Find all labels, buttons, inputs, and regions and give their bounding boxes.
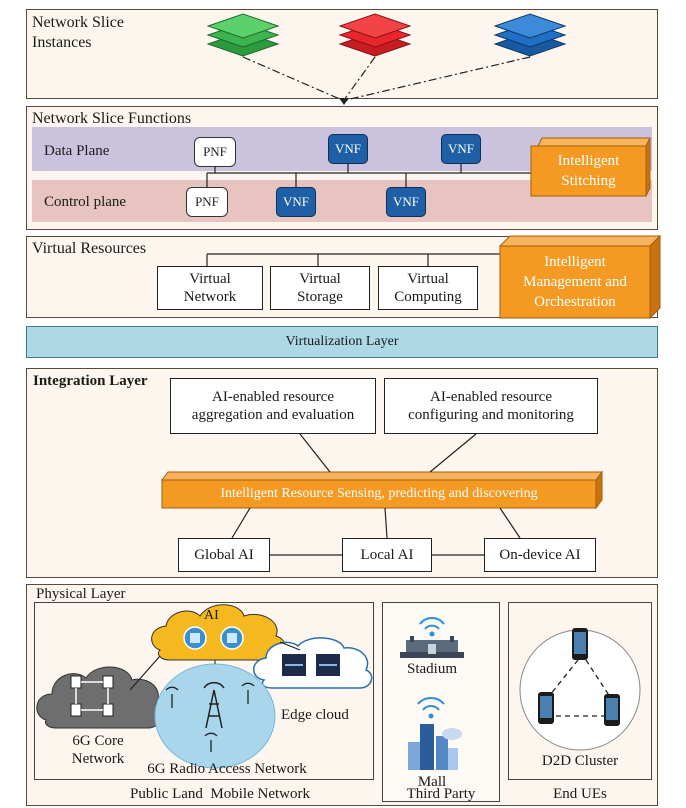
plmn-section (34, 602, 374, 780)
green-slice-stack-icon (206, 13, 280, 57)
stadium-icon (400, 617, 464, 658)
resource-sensing-bar (161, 470, 603, 510)
vnf-chip-data-plane-1: VNF (328, 134, 368, 164)
d2d-cluster-label: D2D Cluster (541, 753, 619, 769)
vnf-chip-control-plane-2: VNF (386, 187, 426, 217)
slice-functions-title: Network Slice Functions (32, 110, 192, 127)
plmn-label: Public Land Mobile Network (130, 786, 310, 802)
pnf-chip-control-plane: PNF (186, 187, 228, 217)
ai-label: AI (204, 608, 219, 623)
virtual-computing-box: Virtual Computing (378, 266, 478, 310)
virtual-resources-title: Virtual Resources (32, 240, 147, 257)
management-orchestration-box (498, 234, 662, 320)
management-orchestration-label: Intelligent Management and Orchestration (523, 254, 627, 310)
end-ues-label: End UEs (553, 786, 607, 802)
control-plane-label: Control plane (44, 194, 127, 210)
virtual-network-box: Virtual Network (157, 266, 263, 310)
cell-tower-icon (203, 681, 225, 729)
aggregation-evaluation-box: AI-enabled resource aggregation and eval… (170, 378, 376, 434)
smartphone-icons (538, 628, 620, 726)
ai-to-edge-link (279, 641, 301, 651)
mall-icon (408, 697, 462, 770)
on-device-ai-box: On-device AI (484, 538, 596, 572)
edge-cloud-label: Edge cloud (281, 707, 349, 723)
integration-connectors (231, 433, 521, 556)
slice-arrow-head (339, 98, 349, 105)
physical-layer-title: Physical Layer (36, 586, 126, 602)
global-ai-box: Global AI (178, 538, 270, 572)
ran-label: 6G Radio Access Network (147, 761, 307, 777)
configuring-monitoring-box: AI-enabled resource configuring and moni… (384, 378, 598, 434)
end-ues-section (508, 602, 652, 780)
slice-instance-connectors (242, 56, 531, 101)
data-plane-label: Data Plane (44, 143, 110, 159)
edge-cloud-icon (253, 637, 373, 689)
mall-label: Mall (417, 774, 447, 790)
local-ai-box: Local AI (342, 538, 432, 572)
third-party-label: Third Party (406, 786, 476, 802)
d2d-cluster-icon (519, 628, 641, 751)
blue-slice-stack-icon (493, 13, 567, 57)
core-to-ai-link (129, 655, 161, 691)
ai-cloud-icon (151, 604, 286, 661)
virtualization-layer-bar: Virtualization Layer (26, 326, 658, 358)
virtual-resource-connectors (206, 253, 510, 266)
intelligent-stitching-label: Intelligent Stitching (557, 153, 620, 189)
slice-instances-title: Network Slice Instances (32, 14, 124, 51)
antenna-icons (165, 682, 255, 752)
vnf-chip-control-plane-1: VNF (276, 187, 316, 217)
red-slice-stack-icon (338, 13, 412, 57)
resource-sensing-label: Intelligent Resource Sensing, predicting… (220, 486, 538, 501)
vnf-chip-data-plane-2: VNF (441, 134, 481, 164)
virtual-storage-box: Virtual Storage (270, 266, 370, 310)
plane-connectors (206, 164, 565, 187)
integration-layer-title: Integration Layer (33, 373, 148, 389)
pnf-chip-data-plane: PNF (194, 137, 236, 167)
core-network-label: 6G Core Network (71, 733, 125, 767)
intelligent-stitching-box (530, 137, 651, 197)
core-network-cloud-icon (36, 666, 163, 729)
stadium-label: Stadium (406, 661, 457, 677)
